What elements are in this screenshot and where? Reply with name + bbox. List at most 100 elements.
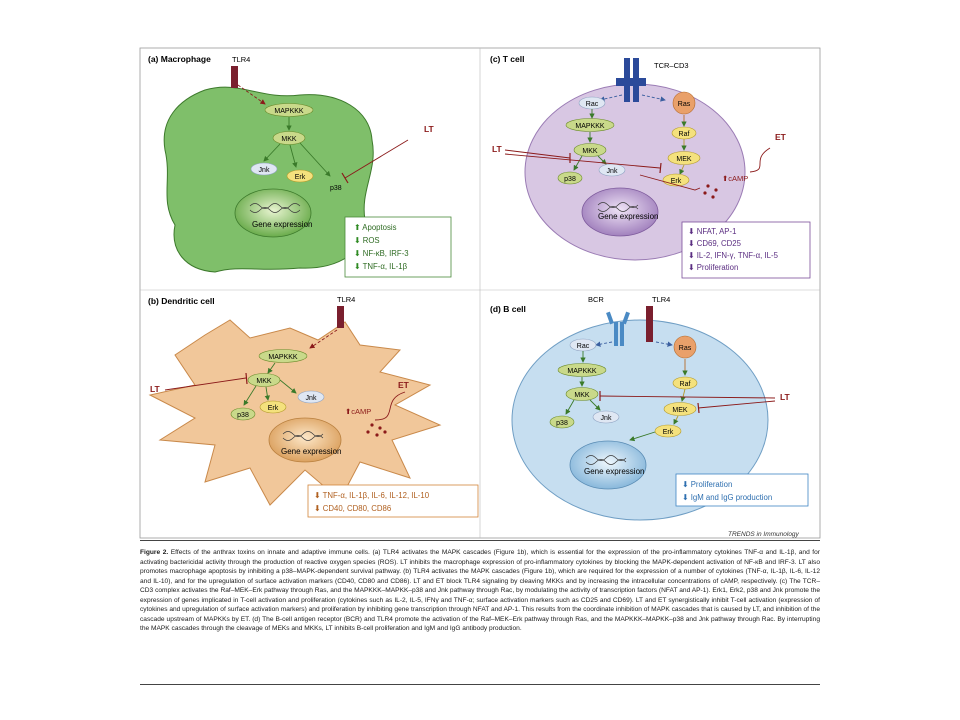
dendritic-cell [148, 319, 442, 506]
panel-c-effects-box [681, 221, 811, 279]
svg-text:⬆ Apoptosis: ⬆ Apoptosis [354, 223, 397, 232]
svg-text:Rac: Rac [586, 101, 599, 108]
svg-text:Ras: Ras [678, 101, 691, 108]
svg-text:Jnk: Jnk [259, 167, 270, 174]
svg-text:Gene expression: Gene expression [281, 447, 341, 456]
figure-caption: Figure 2. Effects of the anthrax toxins … [140, 548, 820, 634]
bcr-receptor [606, 311, 630, 346]
nucleus-c [581, 187, 659, 237]
effect-c-1: CD69, CD25 [697, 239, 742, 248]
svg-text:p38: p38 [556, 420, 568, 427]
tlr4-receptor-d [646, 306, 653, 342]
svg-text:Erk: Erk [671, 178, 682, 185]
svg-text:Jnk: Jnk [607, 168, 618, 175]
svg-text:Gene expression: Gene expression [584, 467, 644, 476]
nucleus-d [569, 440, 647, 490]
node-mapkkk-b [258, 349, 308, 363]
svg-text:⬆cAMP: ⬆cAMP [345, 407, 371, 416]
svg-text:⬇ IL-2, IFN-γ, TNF-α, IL-5: ⬇ IL-2, IFN-γ, TNF-α, IL-5 [688, 251, 779, 260]
svg-text:⬇ IgM and IgG production: ⬇ IgM and IgG production [682, 493, 772, 502]
svg-text:Ras: Ras [679, 345, 692, 352]
panel-d-title: (d) B cell [490, 304, 526, 314]
svg-text:Gene expression: Gene expression [598, 212, 658, 221]
svg-text:⬇ CD69, CD25: ⬇ CD69, CD25 [688, 239, 742, 248]
tlr4-receptor [231, 66, 238, 88]
node-mek-c [667, 151, 701, 165]
effect-arrow: ⬆ [354, 223, 361, 232]
svg-text:TLR4: TLR4 [337, 295, 355, 304]
svg-text:⬆cAMP: ⬆cAMP [722, 174, 748, 183]
tlr4-receptor-b [337, 306, 344, 328]
panel-b-dendritic-cell: (b) Dendritic cell TLR4 MAPKKK MKK Jnk E… [148, 295, 479, 518]
effect-b-1: CD40, CD80, CD86 [323, 504, 391, 513]
panel-b-title: (b) Dendritic cell [148, 296, 215, 306]
svg-text:MEK: MEK [672, 407, 688, 414]
node-jnk-b [297, 390, 325, 404]
effect-d-1: IgM and IgG production [691, 493, 772, 502]
svg-text:⬇ NFAT, AP-1: ⬇ NFAT, AP-1 [688, 227, 736, 236]
svg-text:MAPKKK: MAPKKK [268, 354, 298, 361]
nucleus-a [234, 188, 312, 238]
svg-text:Jnk: Jnk [306, 395, 317, 402]
node-p38-d [549, 415, 575, 429]
node-p38-b [230, 407, 256, 421]
svg-text:MAPKKK: MAPKKK [567, 368, 597, 375]
effect-a-1: ROS [363, 236, 380, 245]
svg-text:BCR: BCR [588, 295, 604, 304]
node-ras-c [672, 91, 696, 115]
panel-b-effects-box [307, 484, 479, 518]
svg-text:MKK: MKK [574, 392, 590, 399]
effect-c-0: NFAT, AP-1 [697, 227, 737, 236]
svg-text:p38: p38 [330, 185, 342, 192]
node-mapkkk-d [557, 363, 607, 377]
journal-credit: TRENDS in Immunology [728, 531, 799, 538]
svg-text:TCR–CD3: TCR–CD3 [654, 61, 689, 70]
panel-c-title: (c) T cell [490, 54, 524, 64]
caption-text: Effects of the anthrax toxins on innate … [140, 549, 820, 632]
svg-text:Raf: Raf [680, 381, 691, 388]
svg-text:Jnk: Jnk [601, 415, 612, 422]
svg-text:p38: p38 [237, 412, 249, 419]
svg-text:⬇ TNF-α, IL-1β, IL-6, IL-12, I: ⬇ TNF-α, IL-1β, IL-6, IL-12, IL-10 [314, 491, 430, 500]
panel-a-effects-box [344, 216, 452, 278]
node-mek-d [663, 402, 697, 416]
svg-text:ET: ET [775, 132, 787, 142]
svg-text:MKK: MKK [582, 148, 598, 155]
panel-d-effects-box [675, 473, 809, 507]
svg-text:⬇ TNF-α, IL-1β: ⬇ TNF-α, IL-1β [354, 262, 408, 271]
node-p38-c [557, 171, 583, 185]
svg-text:LT: LT [424, 124, 435, 134]
node-mapkkk [264, 103, 314, 117]
effect-d-0: Proliferation [691, 480, 733, 489]
panel-d-b-cell: (d) B cell BCR TLR4 Rac Ras MAPKKK Raf M… [490, 295, 809, 521]
panel-a-title: (a) Macrophage [148, 54, 211, 64]
svg-text:TLR4: TLR4 [652, 295, 670, 304]
caption-label: Figure 2. [140, 549, 169, 556]
svg-text:MKK: MKK [256, 378, 272, 385]
effect-b-0: TNF-α, IL-1β, IL-6, IL-12, IL-10 [323, 491, 430, 500]
svg-text:p38: p38 [564, 176, 576, 183]
node-erk [286, 169, 314, 183]
caption-rule-bottom [140, 684, 820, 685]
effect-c-3: Proliferation [697, 263, 739, 272]
svg-text:⬇ ROS: ⬇ ROS [354, 236, 380, 245]
macrophage-cell [163, 86, 374, 273]
effect-a-0: Apoptosis [362, 223, 396, 232]
node-ras-d [673, 335, 697, 359]
svg-text:⬇ Proliferation: ⬇ Proliferation [682, 480, 732, 489]
node-jnk [250, 162, 278, 176]
svg-text:Gene expression: Gene expression [252, 220, 312, 229]
svg-text:MAPKKK: MAPKKK [575, 123, 605, 130]
node-erk-d [654, 424, 682, 438]
svg-text:MEK: MEK [676, 156, 692, 163]
svg-text:Erk: Erk [663, 429, 674, 436]
node-erk-b [259, 400, 287, 414]
svg-text:Erk: Erk [268, 405, 279, 412]
svg-text:MAPKKK: MAPKKK [274, 108, 304, 115]
effect-a-2: NF-κB, IRF-3 [363, 249, 409, 258]
svg-text:⬇ NF-κB, IRF-3: ⬇ NF-κB, IRF-3 [354, 249, 409, 258]
svg-text:⬇ Proliferation: ⬇ Proliferation [688, 263, 738, 272]
svg-text:Erk: Erk [295, 174, 306, 181]
svg-text:LT: LT [780, 392, 791, 402]
